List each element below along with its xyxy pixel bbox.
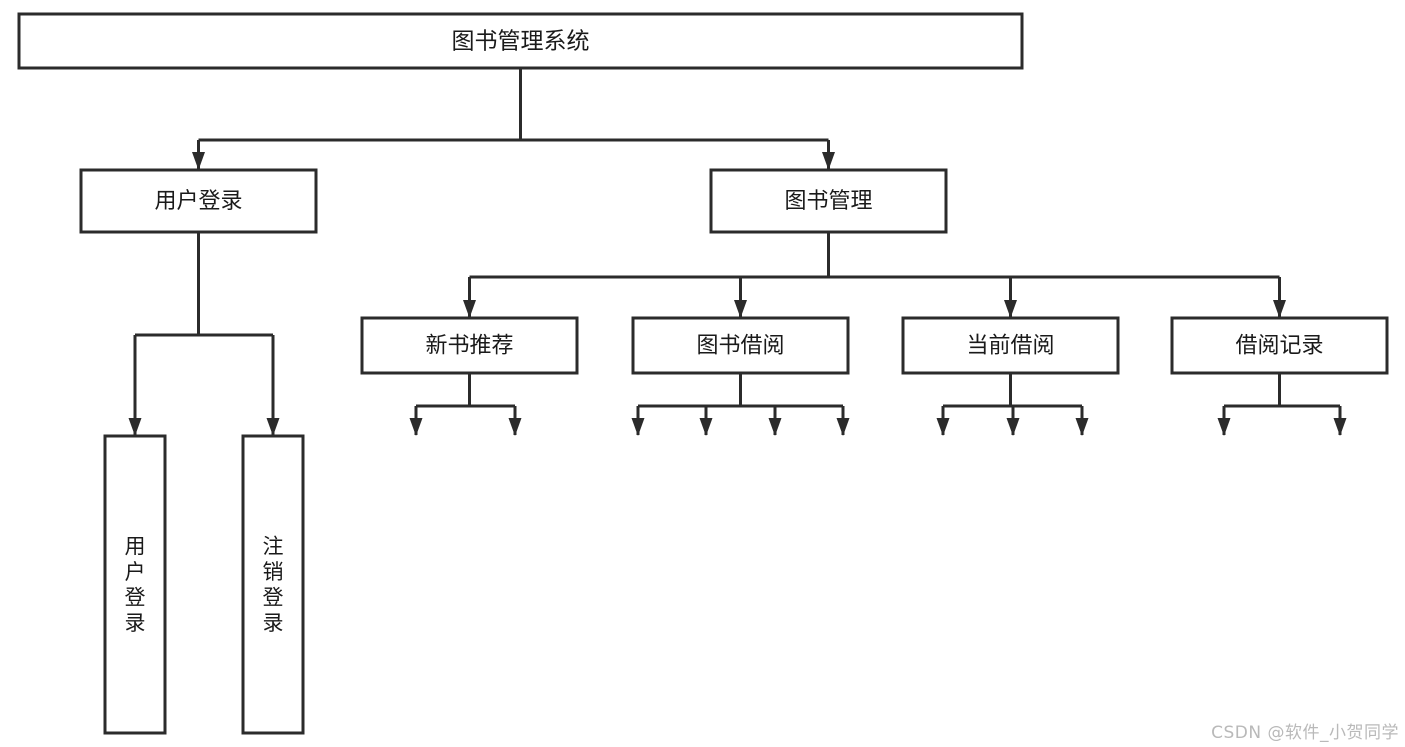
arrow-head-icon (1004, 300, 1017, 318)
arrow-head-icon (699, 418, 713, 436)
arrow-head-icon (1006, 418, 1020, 436)
edges-layer (128, 68, 1347, 436)
node-label: 图书管理系统 (452, 29, 590, 55)
node-box[interactable] (17, 12, 1024, 70)
arrow-head-icon (128, 418, 142, 436)
node-user-logout[interactable]: 注销登录 (241, 434, 305, 735)
watermark-text: CSDN @软件_小贺同学 (1211, 723, 1399, 743)
node-label: 用户登录 (154, 189, 242, 214)
node-label: 图书管理 (784, 189, 872, 214)
node-label: 图书借阅 (696, 334, 784, 359)
node-box[interactable] (901, 316, 1120, 375)
nodes-layer: 图书管理系统用户登录用户登录注销登录图书管理新书推荐图书借阅当前借阅借阅记录 (17, 12, 1389, 735)
node-user-login[interactable]: 用户登录 (79, 168, 318, 234)
node-box[interactable] (103, 434, 167, 735)
arrow-head-icon (463, 300, 476, 318)
node-book-manage[interactable]: 图书管理 (709, 168, 948, 234)
node-label: 新书推荐 (425, 334, 513, 359)
node-user-login-do[interactable]: 用户登录 (103, 434, 167, 735)
node-borrow-records[interactable]: 借阅记录 (1170, 316, 1389, 375)
arrow-head-icon (409, 418, 423, 436)
node-label: 用户登录 (125, 534, 146, 635)
node-box[interactable] (241, 434, 305, 735)
arrow-head-icon (266, 418, 280, 436)
arrow-head-icon (1273, 300, 1286, 318)
arrow-head-icon (192, 152, 205, 170)
node-label: 注销登录 (263, 534, 284, 635)
node-new-book-recommend[interactable]: 新书推荐 (360, 316, 579, 375)
node-box[interactable] (631, 316, 850, 375)
arrow-head-icon (631, 418, 645, 436)
node-box[interactable] (360, 316, 579, 375)
arrow-head-icon (1333, 418, 1347, 436)
node-label: 当前借阅 (966, 334, 1054, 359)
arrow-head-icon (822, 152, 835, 170)
arrow-head-icon (508, 418, 522, 436)
node-box[interactable] (79, 168, 318, 234)
node-root[interactable]: 图书管理系统 (17, 12, 1024, 70)
node-current-borrow[interactable]: 当前借阅 (901, 316, 1120, 375)
arrow-head-icon (1217, 418, 1231, 436)
arrow-head-icon (936, 418, 950, 436)
arrow-head-icon (734, 300, 747, 318)
node-box[interactable] (709, 168, 948, 234)
node-book-borrow[interactable]: 图书借阅 (631, 316, 850, 375)
node-label: 借阅记录 (1235, 334, 1323, 359)
arrow-head-icon (836, 418, 850, 436)
node-box[interactable] (1170, 316, 1389, 375)
arrow-head-icon (1075, 418, 1089, 436)
arrow-head-icon (768, 418, 782, 436)
